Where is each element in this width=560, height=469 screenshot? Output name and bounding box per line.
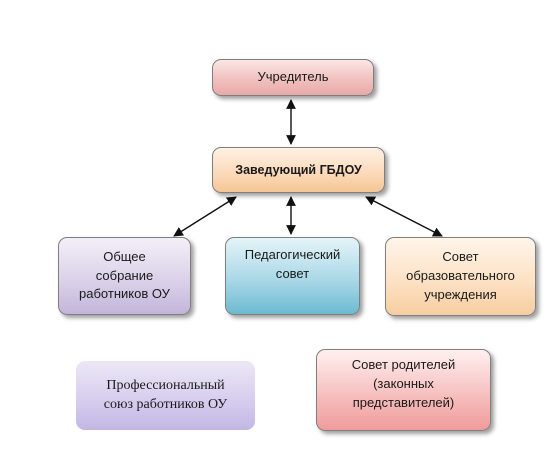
- node-institution-council: Совет образовательного учреждения: [385, 237, 536, 316]
- node-parents-council: Совет родителей (законных представителей…: [316, 349, 491, 431]
- node-general-meeting: Общее собрание работников ОУ: [58, 237, 191, 315]
- node-founder: Учредитель: [212, 59, 374, 96]
- node-pedagogical-council: Педагогический совет: [225, 237, 360, 315]
- edge-head-institution-council: [365, 196, 443, 237]
- node-head: Заведующий ГБДОУ: [212, 147, 385, 193]
- edge-head-general-meeting: [173, 196, 237, 237]
- node-trade-union: Профессиональный союз работников ОУ: [76, 361, 255, 430]
